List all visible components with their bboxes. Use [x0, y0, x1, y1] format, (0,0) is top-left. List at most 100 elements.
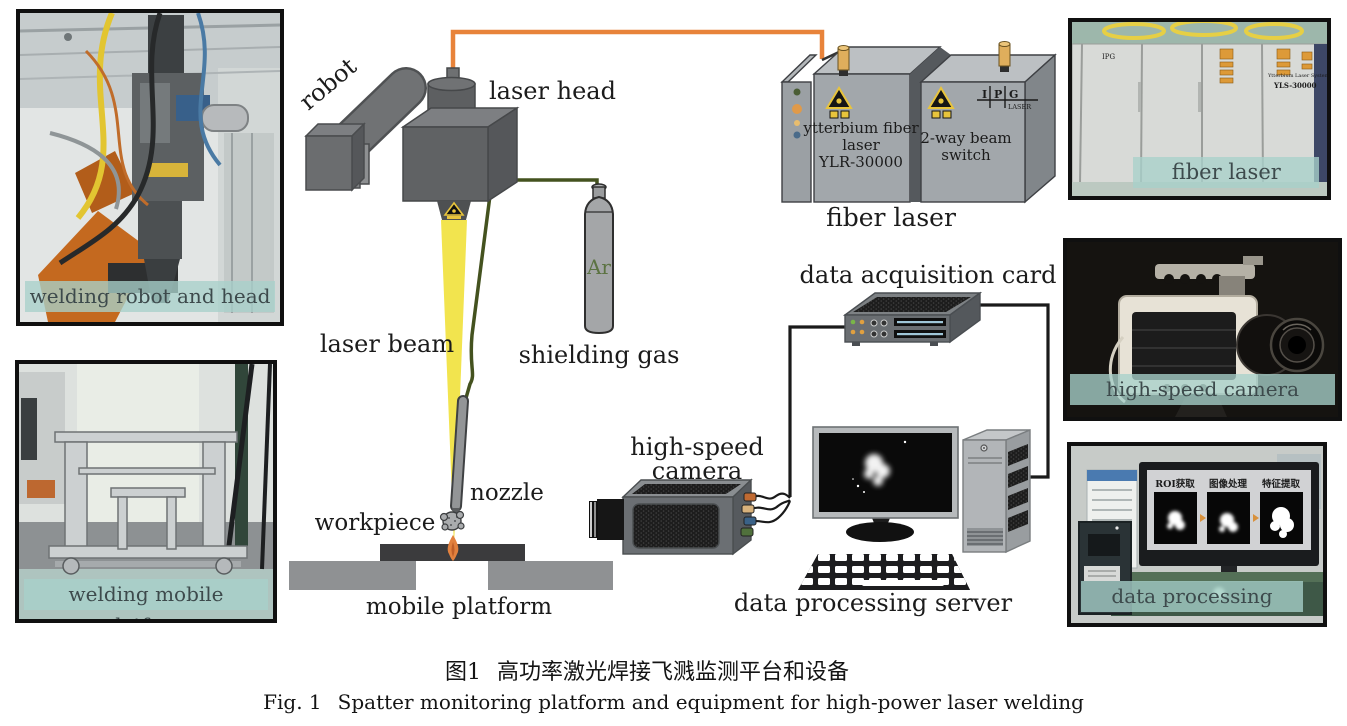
beam-switch-line2: switch [941, 146, 991, 164]
fiber-connector [837, 45, 850, 76]
server-photo: ROI获取 图像处理 特征提取 [1067, 442, 1327, 627]
orange-cable [84, 49, 149, 207]
ytterbium-line2: laser [842, 136, 880, 154]
screen-spatter-1 [1167, 511, 1185, 530]
gray-hose [49, 131, 121, 210]
ipg-p: P [994, 88, 1002, 101]
photo-label-band: welding mobile platform [24, 579, 268, 619]
camera-lens [1236, 314, 1325, 376]
cabinet-series-text: Ytterbium Laser System [1267, 73, 1327, 79]
blue-cable [196, 13, 222, 167]
beam-switch-line1: 2-way beam [920, 129, 1011, 147]
nozzle-label: nozzle [470, 480, 544, 506]
screen-step-3: 特征提取 [1262, 478, 1301, 490]
tripod-leg [260, 364, 272, 570]
ipg-i: I [982, 88, 987, 101]
screen-spatter-3 [1270, 507, 1294, 538]
fiber-laser-photo-label: fiber laser [1171, 160, 1281, 184]
welding-platform-photo-label: welding mobile platform [68, 582, 224, 619]
screen-spatter-2 [1219, 513, 1238, 532]
robot-label: robot [294, 52, 362, 116]
server-tower [962, 428, 1031, 554]
caption-en-text: Spatter monitoring platform and equipmen… [337, 690, 1084, 714]
roller [62, 557, 80, 575]
gas-symbol: Ar [586, 255, 611, 279]
ipg-g: G [1009, 88, 1018, 101]
fiber-laser-photo: IPG Ytterbium Laser System YLS-30000 fib… [1068, 18, 1331, 200]
platform-block-right [488, 561, 613, 590]
laser-warning-icon [927, 86, 955, 119]
fiber-connector [998, 41, 1011, 72]
welding-platform-scene [19, 364, 273, 619]
server-signal-cable [975, 303, 1050, 479]
camera-body [1118, 295, 1258, 395]
ipg-laser: LASER [1008, 103, 1032, 111]
high-speed-camera-photo-label: high-speed camera [1105, 377, 1300, 401]
welding-robot-photo-label: welding robot and head [29, 284, 271, 308]
welding-robot-scene [20, 13, 280, 322]
laser-beam-shape [441, 220, 467, 548]
workpiece-label: workpiece [315, 510, 436, 536]
camera-device [589, 478, 757, 556]
caption-zh-text: 高功率激光焊接飞溅监测平台和设备 [496, 660, 849, 685]
server-photo-label: data processing server [1111, 584, 1273, 627]
photo-label-band: data processing server [1081, 581, 1303, 623]
camera-label-line1: high-speed [630, 433, 764, 461]
caption-zh: 图1 高功率激光焊接飞溅监测平台和设备 [0, 654, 1294, 686]
fiber-laser-label: fiber laser [826, 203, 956, 232]
orange-bin [27, 480, 55, 498]
camera-wires [745, 492, 792, 525]
aluminum-gantry [48, 431, 248, 559]
platform-block-left [289, 561, 416, 590]
robot-arm [304, 67, 427, 192]
laser-warning-icon [437, 201, 471, 220]
fiber-coils [1102, 22, 1304, 40]
camera-signal-cable [788, 325, 845, 497]
weld-flame [447, 535, 459, 561]
spatter-cluster [439, 510, 465, 531]
roller-shaft [55, 561, 241, 567]
welding-head-photo-shape [132, 15, 249, 303]
laser-head-label: laser head [489, 77, 616, 105]
arrow-icon [1200, 514, 1206, 522]
photo-label-band: high-speed camera [1069, 374, 1336, 405]
gas-cylinder: Ar [584, 183, 614, 335]
arrow-icon [1253, 514, 1259, 522]
black-cable [58, 13, 163, 266]
ytterbium-line1: ytterbium fiber [802, 119, 919, 137]
photo-label-band: fiber laser [1133, 157, 1320, 188]
fiber-laser-unit: I P G LASER ytterbium fiber laser YLR-30… [780, 41, 1057, 204]
laser-head-device [400, 67, 520, 220]
mobile-platform-label: mobile platform [366, 594, 552, 620]
yellow-cable [75, 13, 115, 220]
daq-label: data acquisition card [800, 261, 1057, 289]
cabinet-model-text: YLS-30000 [1273, 81, 1317, 90]
shielding-gas-label: shielding gas [519, 341, 680, 369]
welding-robot-photo: welding robot and head [16, 9, 284, 326]
monitor [812, 426, 959, 542]
high-speed-camera-photo: high-speed camera [1063, 238, 1342, 421]
server-label: data processing server [734, 589, 1013, 617]
spatter-on-screen [852, 440, 907, 493]
laser-beam-label: laser beam [320, 330, 454, 358]
fiber-delivery-cable [450, 29, 825, 68]
screen-step-2: 图像处理 [1209, 478, 1248, 490]
high-speed-camera-scene [1067, 242, 1338, 417]
cabinet-side-strip [1314, 44, 1327, 184]
warning-stickers [1219, 48, 1313, 84]
laser-warning-icon [825, 86, 853, 119]
schematic-diagram: Ar robot laser [289, 29, 1057, 620]
ipg-logo: I P G LASER [977, 86, 1038, 111]
ytterbium-line3: YLR-30000 [818, 153, 903, 171]
cabinet-brand-text: IPG [1102, 53, 1115, 61]
tripod-leg [223, 364, 255, 570]
screen-step-1: ROI获取 [1155, 478, 1195, 490]
server-monitor: ROI获取 图像处理 特征提取 [1139, 462, 1319, 580]
roller [215, 557, 233, 575]
photo-label-band: welding robot and head [25, 281, 275, 312]
daq-device [842, 291, 983, 346]
caption-zh-number: 图1 [444, 660, 481, 685]
keyboard [798, 554, 970, 590]
